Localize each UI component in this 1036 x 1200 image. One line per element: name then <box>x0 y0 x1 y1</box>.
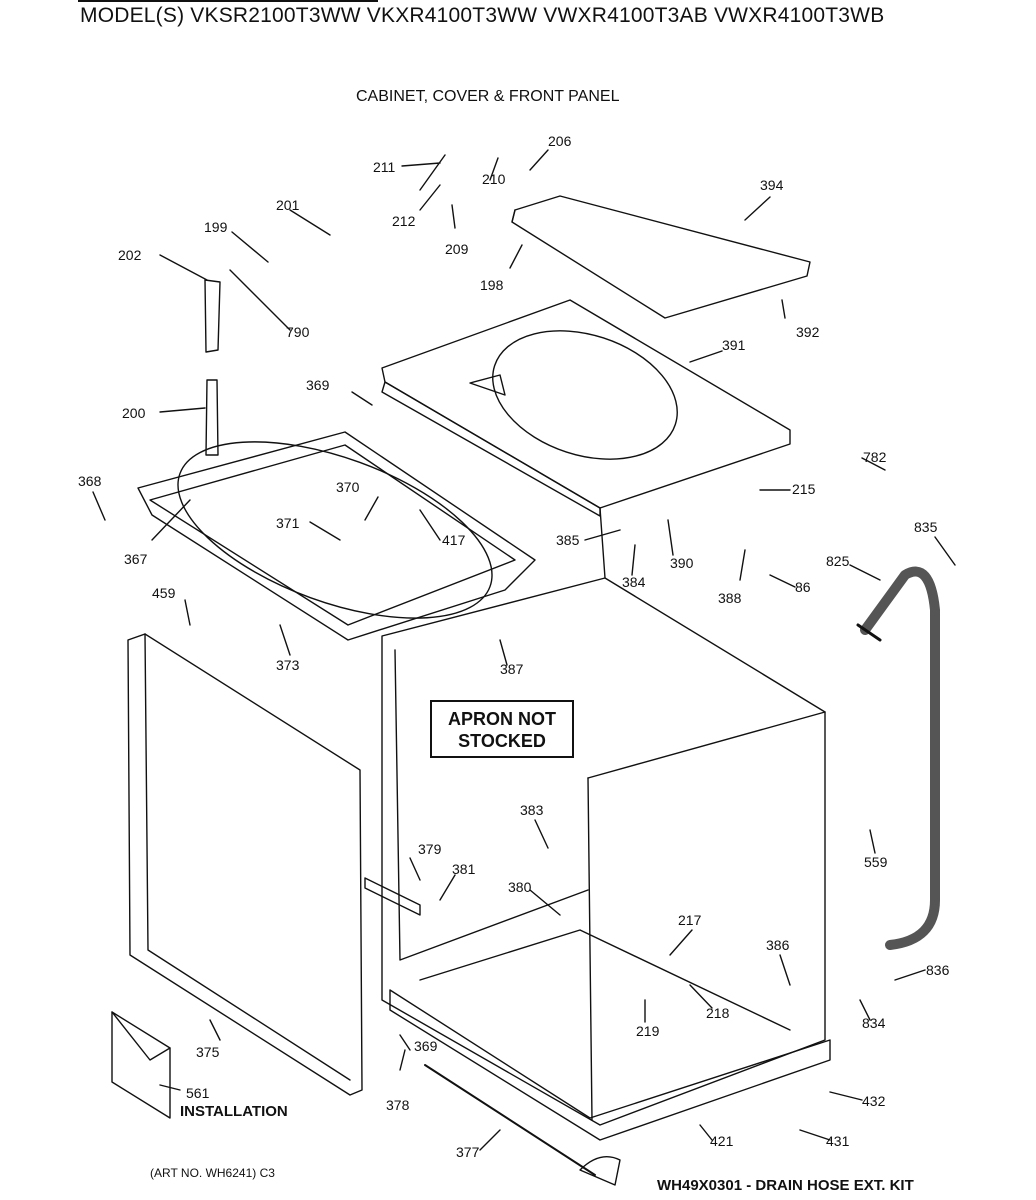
part-label-219: 219 <box>636 1023 660 1039</box>
part-label-782: 782 <box>863 449 887 465</box>
part-label-390: 390 <box>670 555 694 571</box>
drain-hose-shape <box>860 566 940 950</box>
part-label-394: 394 <box>760 177 784 193</box>
part-label-834: 834 <box>862 1015 886 1031</box>
part-label-369b: 369 <box>414 1038 438 1054</box>
envelope-shape <box>111 1011 171 1119</box>
part-label-379: 379 <box>418 841 442 857</box>
part-label-211: 211 <box>373 159 396 175</box>
part-label-217: 217 <box>678 912 702 928</box>
installation-label: INSTALLATION <box>180 1103 288 1120</box>
part-label-367: 367 <box>124 551 148 567</box>
part-label-790: 790 <box>286 324 310 340</box>
part-label-825: 825 <box>826 553 850 569</box>
part-label-206: 206 <box>548 133 572 149</box>
part-label-377: 377 <box>456 1144 480 1160</box>
part-label-431: 431 <box>826 1133 850 1149</box>
apron-line-1: APRON NOT <box>448 709 556 729</box>
part-label-201: 201 <box>276 197 300 213</box>
part-label-369: 369 <box>306 377 330 393</box>
part-label-198: 198 <box>480 277 504 293</box>
part-label-200: 200 <box>122 405 146 421</box>
part-label-371: 371 <box>276 515 300 531</box>
part-label-380: 380 <box>508 879 532 895</box>
part-label-387: 387 <box>500 661 524 677</box>
part-label-202: 202 <box>118 247 142 263</box>
part-label-212: 212 <box>392 213 416 229</box>
part-label-432: 432 <box>862 1093 886 1109</box>
part-label-385: 385 <box>556 532 580 548</box>
cabinet-shape <box>381 577 826 1126</box>
part-label-417: 417 <box>442 532 466 548</box>
part-labels: 211 210 206 212 209 198 201 199 202 790 … <box>78 133 950 1160</box>
part-label-199: 199 <box>204 219 228 235</box>
front-panel-shape <box>127 633 363 1096</box>
part-label-561: 561 <box>186 1085 210 1101</box>
part-label-370: 370 <box>336 479 360 495</box>
part-label-210: 210 <box>482 171 506 187</box>
part-label-384: 384 <box>622 574 646 590</box>
part-label-559: 559 <box>864 854 888 870</box>
drain-hose-kit-label: WH49X0301 - DRAIN HOSE EXT. KIT <box>657 1177 914 1194</box>
base-frame-shape <box>137 431 536 641</box>
part-label-86: 86 <box>795 579 811 595</box>
part-label-375: 375 <box>196 1044 220 1060</box>
part-label-459: 459 <box>152 585 176 601</box>
part-label-392: 392 <box>796 324 820 340</box>
part-label-215: 215 <box>792 481 816 497</box>
top-cover-shape <box>381 299 791 509</box>
part-label-388: 388 <box>718 590 742 606</box>
part-label-368: 368 <box>78 473 102 489</box>
part-label-373: 373 <box>276 657 300 673</box>
apron-not-stocked-box: APRON NOT STOCKED <box>430 700 574 758</box>
apron-line-2: STOCKED <box>458 731 546 751</box>
part-label-421: 421 <box>710 1133 734 1149</box>
lid-shape <box>511 195 811 319</box>
part-label-835: 835 <box>914 519 938 535</box>
part-label-836: 836 <box>926 962 950 978</box>
art-number: (ART NO. WH6241) C3 <box>150 1166 275 1180</box>
part-label-209: 209 <box>445 241 469 257</box>
part-label-391: 391 <box>722 337 746 353</box>
model-list: MODEL(S) VKSR2100T3WW VKXR4100T3WW VWXR4… <box>80 4 885 27</box>
diagram-title: CABINET, COVER & FRONT PANEL <box>356 88 620 105</box>
header-rule <box>78 0 378 2</box>
part-label-383: 383 <box>520 802 544 818</box>
part-label-218: 218 <box>706 1005 730 1021</box>
part-label-386: 386 <box>766 937 790 953</box>
part-label-381: 381 <box>452 861 476 877</box>
part-label-378: 378 <box>386 1097 410 1113</box>
